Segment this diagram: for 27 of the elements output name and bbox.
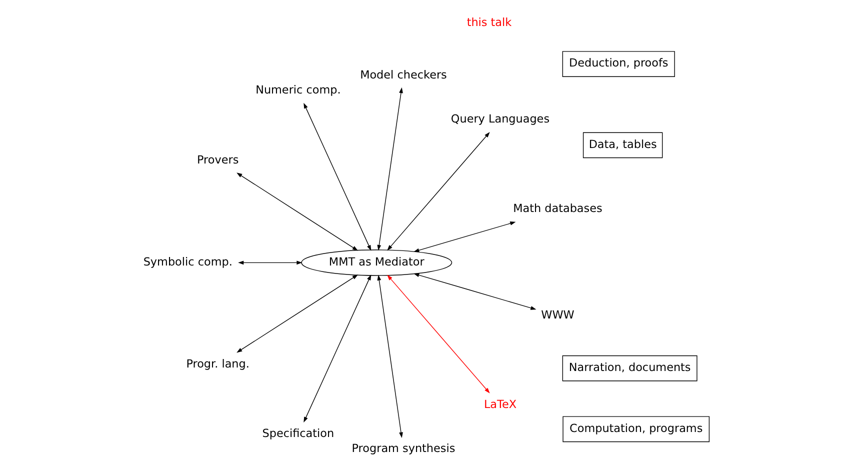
node-box: Data, tables: [582, 132, 663, 158]
node-text: LaTeX: [484, 398, 517, 411]
node-box: Narration, documents: [562, 355, 698, 382]
node-text: Math databases: [513, 202, 602, 216]
arrow: [387, 132, 490, 251]
node-text: Numeric comp.: [256, 84, 341, 97]
arrow: [304, 274, 372, 423]
node-text: Progr. lang.: [186, 357, 250, 370]
arrow: [377, 274, 403, 438]
arrow: [236, 172, 358, 251]
arrow: [304, 102, 372, 251]
arrow: [238, 260, 302, 265]
node-text: Provers: [196, 153, 239, 166]
node-text: WWW: [541, 308, 574, 322]
node-text: Program synthesis: [352, 442, 456, 456]
arrow: [387, 274, 490, 394]
node-text: Model checkers: [360, 68, 447, 82]
node-text: Query Languages: [450, 112, 550, 126]
node-box: Computation, programs: [562, 416, 710, 442]
arrow: [414, 273, 536, 310]
arrow: [414, 222, 516, 252]
arrow: [377, 87, 403, 251]
node-text: Specification: [262, 427, 334, 440]
label: this talk: [466, 16, 512, 30]
node-box: Deduction, proofs: [562, 51, 675, 77]
node-text: Symbolic comp.: [143, 255, 232, 268]
arrow: [236, 274, 358, 353]
